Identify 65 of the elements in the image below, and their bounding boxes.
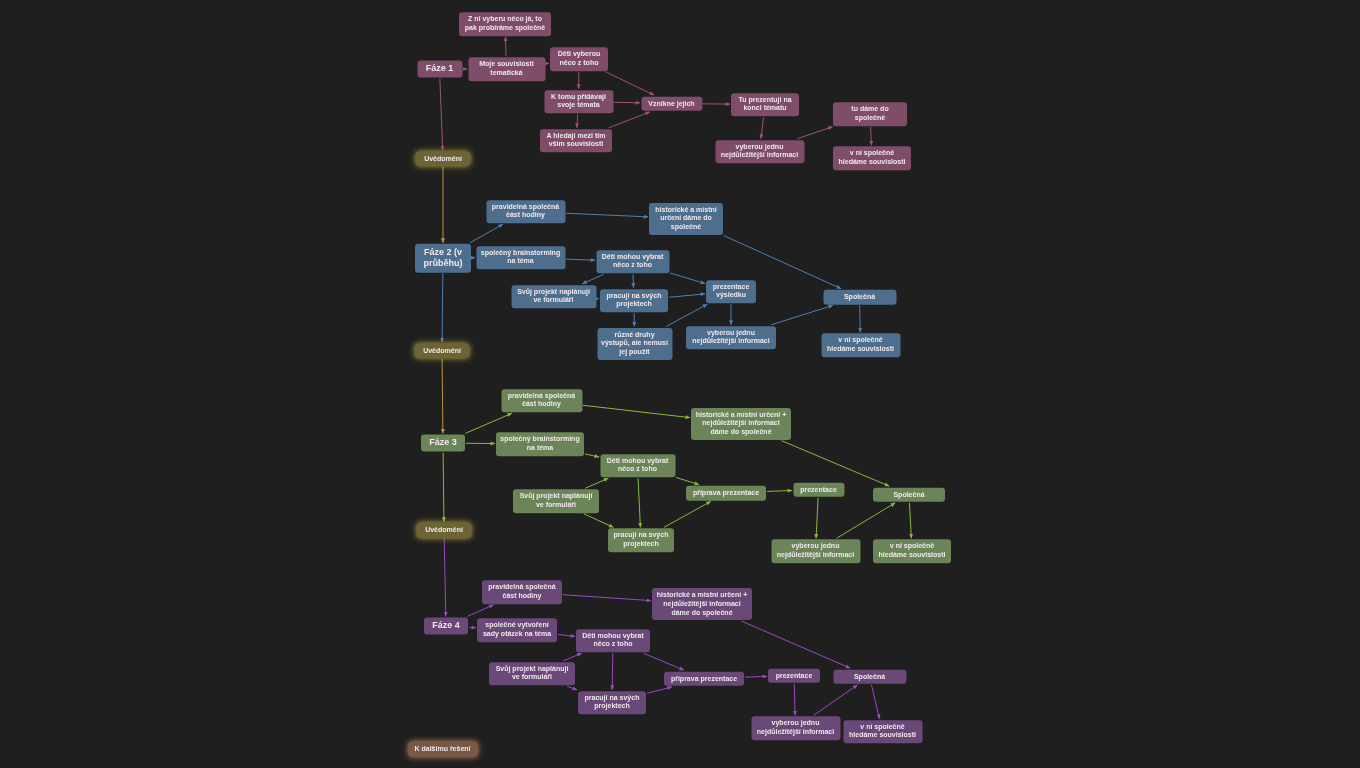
arrow (544, 61, 550, 66)
arrow (871, 684, 881, 720)
arrow (582, 404, 691, 420)
arrow (584, 453, 600, 458)
arrow (858, 304, 863, 333)
arrow (470, 255, 476, 260)
arrow (469, 223, 504, 244)
arrow (631, 273, 636, 289)
arrow (813, 684, 858, 716)
arrow (440, 272, 445, 343)
arrow (669, 272, 706, 285)
arrow (702, 102, 731, 107)
arrow (443, 537, 448, 617)
arrow (613, 100, 641, 105)
arrow (441, 166, 445, 244)
arrow (440, 358, 445, 434)
arrow (610, 652, 615, 691)
arrow (462, 67, 468, 71)
arrow (729, 303, 733, 326)
arrow (637, 477, 643, 528)
topic-box: Fáze 4 (424, 617, 468, 635)
arrow (744, 674, 768, 679)
arrow (766, 488, 793, 493)
arrow (575, 113, 580, 129)
arrow (467, 604, 494, 617)
arrow (464, 412, 513, 434)
topic-box: Fáze 3 (421, 434, 465, 452)
arrow (770, 304, 834, 326)
arrow (643, 652, 685, 671)
arrow (576, 71, 581, 90)
arrow (439, 78, 445, 151)
arrow (814, 497, 819, 539)
arrow (646, 686, 673, 694)
arrow (594, 296, 600, 301)
arrow (632, 312, 637, 327)
arrow (468, 625, 477, 630)
topic-box: Fáze 2 (v průběhu) (415, 243, 471, 273)
arrow (566, 685, 578, 691)
arrow (908, 502, 914, 539)
arrow (665, 303, 708, 327)
arrow (503, 36, 508, 57)
arrow (869, 126, 874, 146)
arrow (781, 440, 890, 487)
arrow (836, 502, 896, 539)
arrow (668, 292, 706, 298)
arrow (562, 652, 583, 662)
arrow (605, 71, 655, 96)
arrow (584, 477, 609, 489)
arrow (608, 111, 651, 129)
arrow (793, 683, 797, 716)
arrow (759, 116, 764, 140)
arrow (565, 212, 649, 219)
arrow (565, 258, 596, 262)
arrow (583, 513, 614, 528)
arrow (562, 594, 652, 603)
arrow (663, 500, 712, 528)
arrow (465, 441, 496, 446)
arrow (441, 452, 446, 523)
arrow (581, 273, 605, 285)
topic-box: Fáze 1 (417, 60, 462, 78)
arrow (675, 476, 700, 486)
arrow (796, 126, 833, 140)
arrow (741, 620, 851, 669)
arrow (557, 633, 576, 638)
arrow (723, 235, 842, 290)
